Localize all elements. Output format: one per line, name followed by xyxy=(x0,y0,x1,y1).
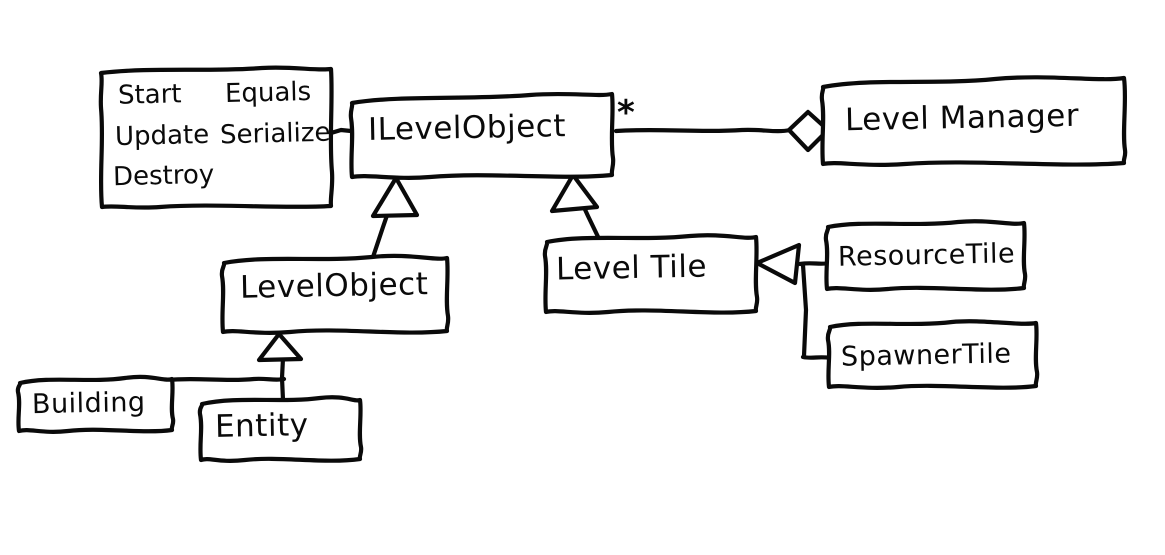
edge-note-to-ilevelobject xyxy=(328,127,354,136)
node-box-resourcetile xyxy=(823,219,1028,292)
node-label-levelmanager: Level Manager xyxy=(844,97,1080,139)
inheritance-arrowhead-levelobject xyxy=(256,331,304,363)
node-label-entity: Entity xyxy=(214,407,309,445)
realization-arrowhead-leveltile xyxy=(549,172,600,214)
node-box-levelobject xyxy=(219,253,451,335)
node-label-spawnertile: SpawnerTile xyxy=(840,338,1012,373)
multiplicity-label-star: * xyxy=(617,93,635,133)
note-line-1-left: Start xyxy=(117,79,182,111)
edge-spawnertile-branch xyxy=(800,354,833,361)
note-line-3-left: Destroy xyxy=(112,159,215,193)
node-label-ilevelobject: ILevelObject xyxy=(367,108,567,148)
node-label-building: Building xyxy=(31,386,146,421)
node-box-building xyxy=(15,374,176,434)
node-label-leveltile: Level Tile xyxy=(555,248,708,288)
node-box-leveltile xyxy=(542,233,760,315)
inheritance-arrowhead-leveltile xyxy=(754,242,802,286)
realization-arrowhead-levelobject xyxy=(370,175,420,219)
note-line-2-right: Serialize xyxy=(219,117,331,151)
node-box-ilevelobject xyxy=(348,91,616,180)
methods-note-box xyxy=(98,65,335,210)
note-line-2-left: Update xyxy=(114,119,210,153)
node-box-spawnertile xyxy=(825,319,1040,390)
node-label-levelobject: LevelObject xyxy=(239,266,429,306)
node-box-levelmanager xyxy=(819,75,1128,167)
edge-tiles-vertical-trunk xyxy=(800,262,809,359)
node-label-resourcetile: ResourceTile xyxy=(837,238,1016,273)
edge-entity-stem xyxy=(279,355,286,403)
node-box-entity xyxy=(197,395,364,463)
edge-ilevelobject-levelmanager-line xyxy=(613,127,793,134)
edge-building-branch xyxy=(165,376,287,383)
note-line-1-right: Equals xyxy=(224,76,312,110)
